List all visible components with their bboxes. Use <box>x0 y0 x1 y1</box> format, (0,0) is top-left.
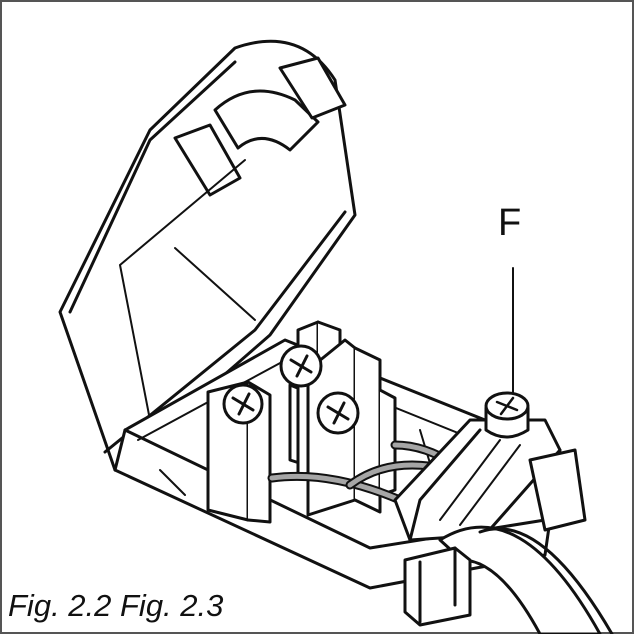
clamp-screw-f <box>484 391 530 439</box>
terminal-screw-left <box>222 383 264 425</box>
terminal-screw-top <box>279 344 323 388</box>
junction-box-lid <box>58 39 357 472</box>
front-clip <box>403 546 472 627</box>
figure-caption: Fig. 2.2 Fig. 2.3 <box>8 588 224 623</box>
cable <box>438 525 614 634</box>
label-f: F <box>498 202 522 244</box>
cable-clamp <box>393 418 587 542</box>
terminal-screw-right <box>316 391 360 435</box>
